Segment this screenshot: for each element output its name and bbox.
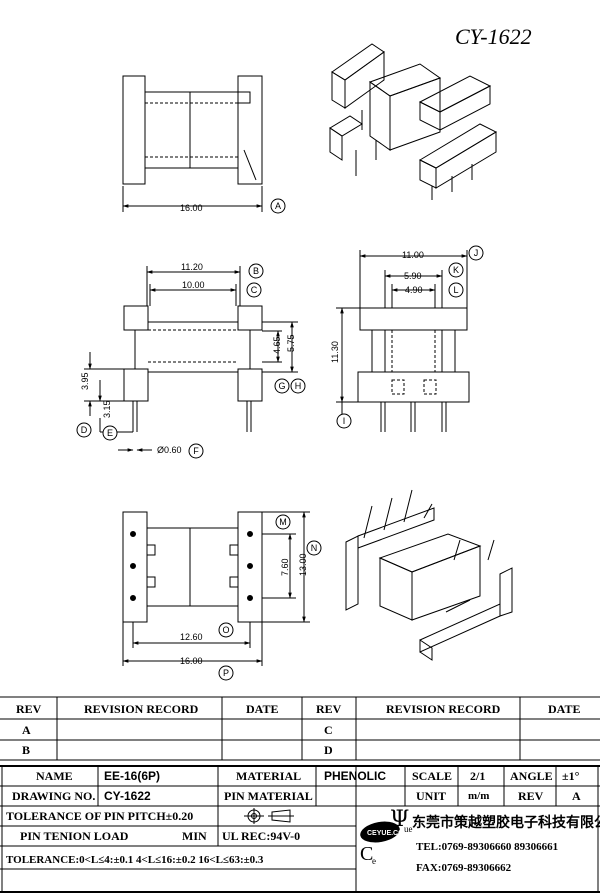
svg-text:Ψ: Ψ: [390, 808, 409, 832]
dim-h: 5.75: [286, 334, 296, 352]
rev-row-a: A: [22, 723, 31, 737]
marker-n: N: [311, 543, 318, 553]
svg-text:e: e: [372, 856, 376, 866]
dim-d: 3.95: [80, 372, 90, 390]
drawing-no-label: DRAWING NO.: [12, 789, 96, 803]
marker-o: O: [222, 625, 229, 635]
top-view: [122, 75, 263, 212]
rev-record-header-2: REVISION RECORD: [386, 702, 501, 716]
rev-row-d: D: [324, 743, 333, 757]
marker-j: J: [474, 248, 479, 258]
unit-label: UNIT: [416, 789, 447, 803]
svg-text:C: C: [360, 843, 373, 865]
dim-k: 5.90: [404, 271, 422, 281]
rev-row-b: B: [22, 743, 31, 757]
unit-value: m/m: [468, 790, 490, 802]
rev-date-header-2: DATE: [548, 702, 581, 716]
name-value: EE-16(6P): [104, 769, 161, 783]
dim-j: 11.00: [402, 250, 424, 260]
projection-symbol-icon: [244, 808, 294, 824]
rev-date-header-1: DATE: [246, 702, 279, 716]
marker-b: B: [253, 266, 259, 276]
rev-header-2: REV: [316, 702, 342, 716]
dim-o: 12.60: [180, 632, 203, 642]
angle-value: ±1°: [562, 769, 580, 783]
rev-value: A: [572, 789, 581, 803]
company-logo: CEYUE.CO Ψ ue C e: [360, 808, 413, 866]
scale-label: SCALE: [412, 769, 453, 783]
marker-g: G: [278, 381, 285, 391]
company-fax: FAX:0769-89306662: [416, 862, 512, 874]
name-label: NAME: [36, 769, 73, 783]
pin-tension-label: PIN TENION LOAD: [20, 829, 129, 843]
marker-p: P: [223, 668, 229, 678]
marker-m: M: [279, 517, 287, 527]
dim-f: Ø0.60: [157, 445, 182, 455]
material-value: PHENOLIC: [324, 769, 387, 783]
marker-h: H: [295, 381, 302, 391]
angle-label: ANGLE: [510, 769, 553, 783]
dim-p: 16.00: [180, 656, 203, 666]
marker-k: K: [453, 265, 459, 275]
logo-text: CEYUE.CO: [367, 830, 404, 837]
dim-i: 11.30: [330, 341, 340, 363]
dimension-labels: 16.00 11.20 10.00 3.95 3.15 Ø0.60 4.65 5…: [80, 203, 424, 666]
bottom-view: [122, 511, 310, 666]
pin-tension-unit: MIN: [182, 829, 207, 843]
pin-pitch-tolerance: TOLERANCE OF PIN PITCH±0.20: [6, 809, 194, 823]
isometric-view-bottom: [345, 489, 513, 661]
rev-header-1: REV: [16, 702, 42, 716]
marker-l: L: [453, 285, 458, 295]
svg-text:ue: ue: [404, 824, 413, 834]
drawing-no-value: CY-1622: [104, 789, 151, 803]
dim-g: 4.65: [272, 336, 282, 354]
dim-m: 7.60: [280, 558, 290, 576]
dim-b: 11.20: [181, 262, 203, 272]
marker-f: F: [193, 446, 199, 456]
callout-markers: A B C D E F G H I J K L M N O P: [76, 198, 484, 681]
dim-a: 16.00: [180, 203, 203, 213]
marker-d: D: [81, 425, 88, 435]
tolerance-spec: TOLERANCE:0<L≤4:±0.1 4<L≤16:±0.2 16<L≤63…: [6, 854, 264, 866]
side-view: [336, 250, 470, 432]
dim-c: 10.00: [182, 280, 205, 290]
part-code: CY-1622: [455, 24, 532, 49]
pin-material-label: PIN MATERIAL: [224, 789, 313, 803]
marker-c: C: [251, 285, 258, 295]
technical-drawing: CY-1622: [76, 24, 532, 681]
scale-value: 2/1: [470, 769, 486, 783]
material-label: MATERIAL: [236, 769, 302, 783]
dim-e: 3.15: [102, 400, 112, 418]
dim-l: 4.90: [405, 285, 423, 295]
ul-rating: UL REC:94V-0: [222, 829, 301, 843]
isometric-view-top: [329, 43, 498, 200]
company-tel: TEL:0769-89306660 89306661: [416, 841, 559, 853]
marker-i: I: [343, 416, 346, 426]
marker-a: A: [275, 201, 281, 211]
rev-record-header-1: REVISION RECORD: [84, 702, 199, 716]
rev-row-c: C: [324, 723, 333, 737]
company-name: 东莞市策越塑胶电子科技有限公司: [412, 815, 600, 831]
rev-label: REV: [518, 789, 544, 803]
dim-n: 13.00: [298, 553, 308, 576]
marker-e: E: [107, 428, 113, 438]
